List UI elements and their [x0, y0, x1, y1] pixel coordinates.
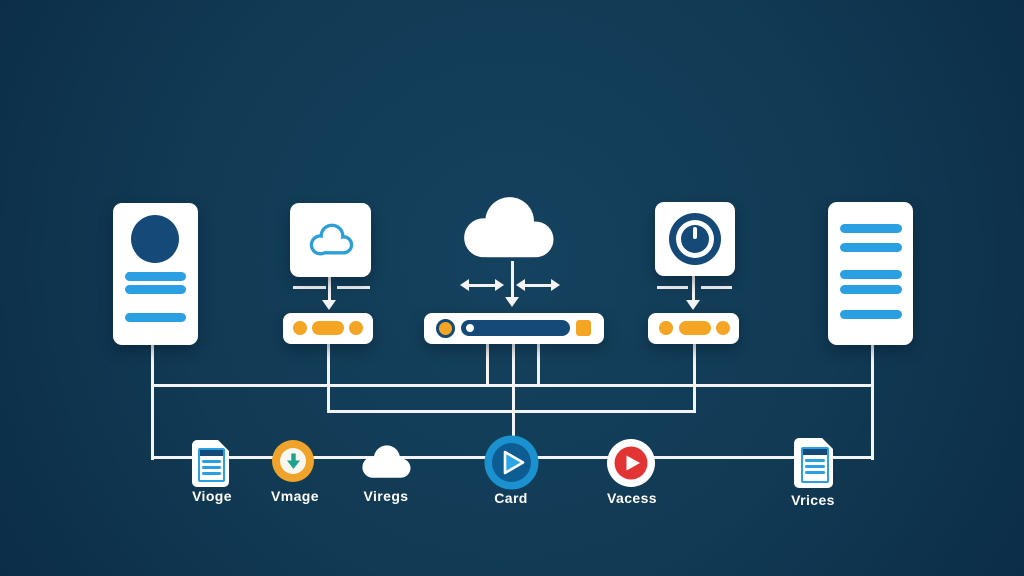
dash-segment [337, 286, 370, 289]
doc-content [801, 447, 829, 483]
cloud-upload-card [290, 203, 371, 277]
doc-fold [218, 440, 229, 451]
play-circle-blue-icon [484, 435, 539, 490]
connector-vertical-center-3 [537, 343, 540, 386]
item-label: Vacess [607, 490, 657, 506]
status-dot-icon [436, 319, 455, 338]
progress-device-bar [424, 313, 604, 344]
item-label: Vioge [192, 488, 232, 504]
orange-dot [716, 321, 730, 335]
arrow-right-icon [551, 279, 560, 291]
left-right-arrow-line [525, 284, 552, 287]
profile-card [113, 203, 198, 345]
doc-header [200, 450, 223, 456]
dash-segment [657, 286, 688, 289]
connector-trunk-lower [327, 410, 696, 413]
orange-pill [312, 321, 344, 335]
connector-vertical-center-1 [486, 343, 489, 386]
dash-segment [293, 286, 326, 289]
avatar-icon [131, 215, 179, 263]
timer-needle [693, 227, 697, 239]
text-line [840, 270, 902, 279]
down-arrow-stem [511, 261, 514, 298]
orange-pill [679, 321, 711, 335]
invoice-icon [794, 438, 833, 488]
orange-dot [349, 321, 363, 335]
download-circle-icon [272, 440, 314, 482]
item-label: Vrices [791, 492, 835, 508]
down-arrow-icon [686, 300, 700, 310]
doc-line [805, 459, 825, 462]
download-inner [280, 448, 306, 474]
indicator-bar-right [648, 313, 739, 344]
connector-vertical-right-bar [693, 343, 696, 412]
down-arrow-icon [322, 300, 336, 310]
text-line [840, 285, 902, 294]
doc-line [202, 466, 221, 469]
left-right-arrow-line [469, 284, 496, 287]
play-circle-red-icon [607, 439, 655, 487]
connector-vertical-list [871, 345, 874, 460]
orange-dot [293, 321, 307, 335]
timer-face [681, 225, 709, 253]
timer-ring [676, 220, 714, 258]
doc-content [198, 448, 225, 482]
text-line [125, 272, 186, 281]
text-line [840, 224, 902, 233]
orange-dot [659, 321, 673, 335]
text-line [840, 310, 902, 319]
text-line [125, 313, 186, 322]
text-line [840, 243, 902, 252]
down-arrow-icon [505, 297, 519, 307]
connector-trunk-upper [151, 384, 874, 387]
doc-header [803, 449, 827, 455]
orange-square [576, 320, 591, 336]
connector-vertical-left-bar [327, 343, 330, 412]
item-label: Viregs [363, 488, 409, 504]
item-label: Card [494, 490, 528, 506]
indicator-bar-left [283, 313, 373, 344]
progress-pill [461, 320, 570, 336]
down-arrow-stem [692, 276, 695, 301]
item-label: Vmage [271, 488, 319, 504]
cloud-icon [362, 445, 411, 478]
doc-fold [822, 438, 833, 449]
arrow-left-icon [460, 279, 469, 291]
arrow-left-icon [516, 279, 525, 291]
doc-line [805, 471, 825, 474]
arrow-right-icon [495, 279, 504, 291]
cloud-outline-icon [309, 223, 353, 256]
cloud-icon [464, 197, 554, 258]
doc-line [202, 460, 221, 463]
connector-vertical-profile [151, 343, 154, 460]
text-line [125, 285, 186, 294]
timer-icon [669, 213, 721, 265]
down-arrow-stem [328, 276, 331, 301]
connector-vertical-center-2 [512, 343, 515, 463]
timer-card [655, 202, 735, 276]
doc-line [805, 465, 825, 468]
progress-dot [466, 324, 474, 332]
dash-segment [701, 286, 732, 289]
document-icon [192, 440, 229, 487]
down-arrow-icon [286, 453, 300, 469]
doc-line [202, 472, 221, 475]
list-card [828, 202, 913, 345]
